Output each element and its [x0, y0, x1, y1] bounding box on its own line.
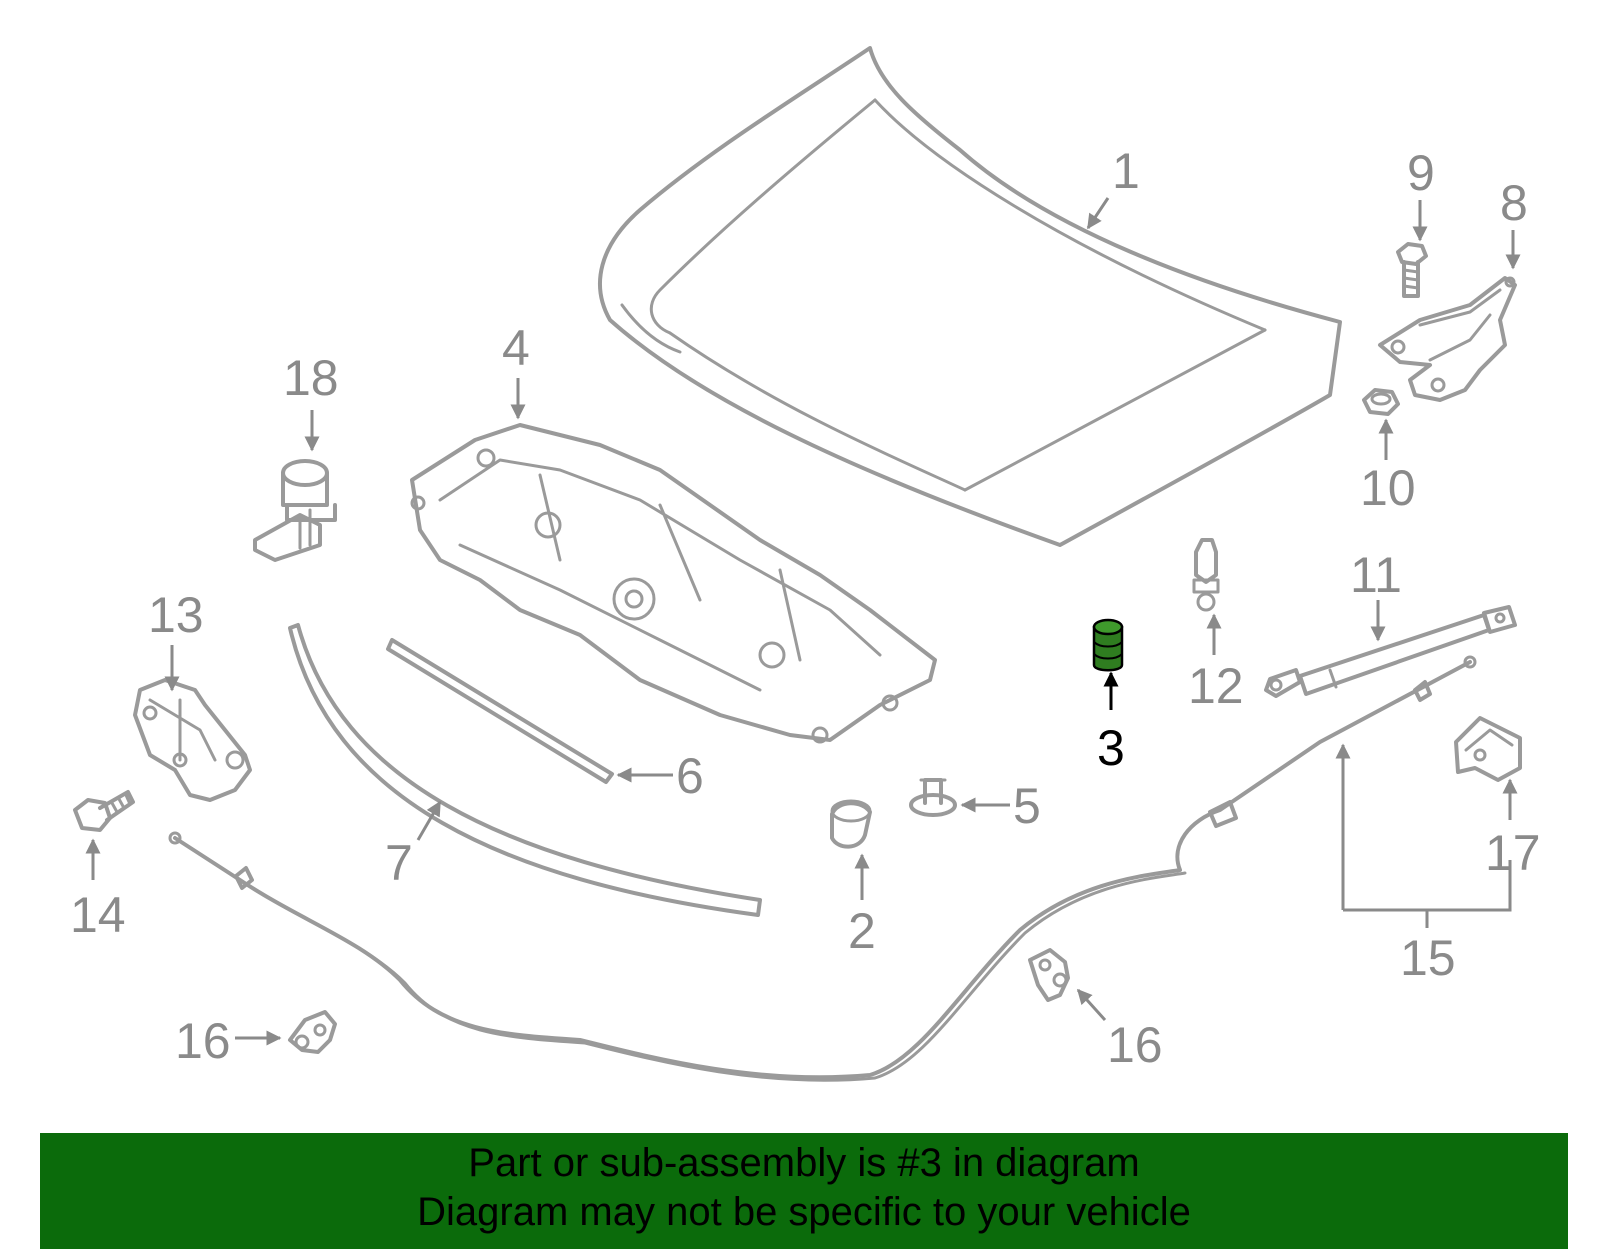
callout-11: 11 [1350, 547, 1402, 603]
hood-bumper-2[interactable] [830, 799, 872, 849]
cable-clip-16-left[interactable] [288, 1010, 337, 1054]
hood-latch[interactable] [133, 678, 252, 802]
hood-insulator[interactable] [410, 423, 937, 744]
callout-7: 7 [385, 835, 413, 891]
callout-14: 14 [70, 887, 126, 943]
info-banner: Part or sub-assembly is #3 in diagram Di… [40, 1133, 1568, 1249]
bolt-14[interactable] [73, 790, 135, 832]
hood-hinge[interactable] [1378, 276, 1517, 402]
callout-4: 4 [502, 320, 530, 376]
callout-18: 18 [283, 350, 339, 406]
gas-strut[interactable] [1264, 605, 1517, 698]
seal-strip[interactable] [386, 638, 614, 784]
banner-line-1: Part or sub-assembly is #3 in diagram [468, 1141, 1140, 1185]
callout-8: 8 [1500, 175, 1528, 231]
front-seal[interactable] [288, 623, 762, 917]
leader-lines [85, 197, 1521, 1046]
clip-5[interactable] [909, 778, 957, 817]
callout-6: 6 [676, 748, 704, 804]
pin-clip-12[interactable] [1192, 538, 1220, 612]
callout-2: 2 [848, 903, 876, 959]
callout-15: 15 [1400, 930, 1456, 986]
hood-bumper-3[interactable] [1092, 618, 1124, 672]
latch-switch[interactable] [253, 459, 337, 562]
callout-16-left: 16 [175, 1013, 231, 1069]
banner-line-2: Diagram may not be specific to your vehi… [417, 1190, 1191, 1234]
callout-1: 1 [1112, 143, 1140, 199]
cable-bracket[interactable] [1454, 716, 1522, 782]
hood-panel[interactable] [598, 46, 1342, 547]
callout-17: 17 [1485, 825, 1541, 881]
callout-16-right: 16 [1107, 1017, 1163, 1073]
callout-5: 5 [1013, 778, 1041, 834]
callout-13: 13 [148, 587, 204, 643]
nut-10[interactable] [1362, 388, 1400, 416]
callout-10: 10 [1360, 460, 1416, 516]
callout-12: 12 [1188, 658, 1244, 714]
cable-clip-16-right[interactable] [1028, 948, 1070, 1002]
bolt-9[interactable] [1396, 242, 1428, 298]
hood-release-cable[interactable] [168, 655, 1477, 1082]
callout-3: 3 [1097, 720, 1125, 776]
callout-9: 9 [1407, 145, 1435, 201]
